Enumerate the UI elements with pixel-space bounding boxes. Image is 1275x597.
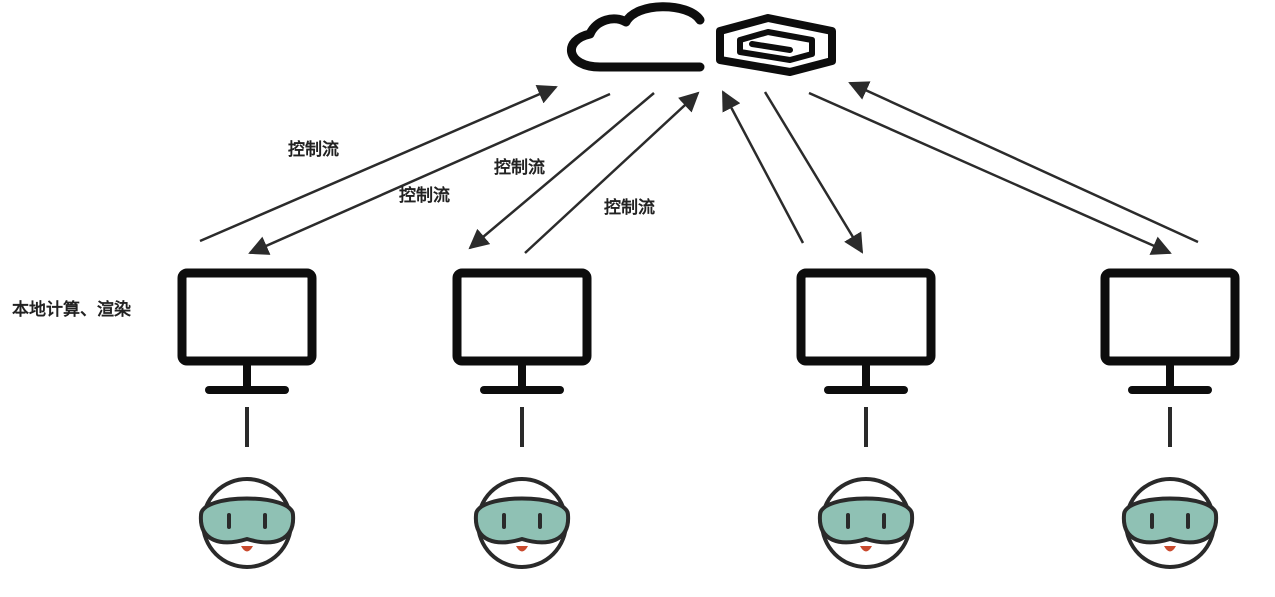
cloud-icon: [567, 2, 836, 76]
monitor-icon: [177, 268, 317, 394]
arrow-monitor1-to-cloud: [199, 84, 558, 243]
monitor-icon: [796, 268, 936, 394]
arrow-label-2: 控制流: [399, 186, 450, 206]
arrow-monitor2-to-cloud: [524, 91, 700, 254]
arrow-cloud-to-monitor1: [248, 92, 611, 255]
arrow-label-1: 控制流: [288, 140, 339, 160]
side-label-local-compute-render: 本地计算、渲染: [12, 300, 131, 320]
vr-user-icon: [1121, 477, 1219, 569]
arrow-monitor3-to-cloud: [721, 90, 805, 244]
arrow-cloud-to-monitor2: [468, 92, 655, 250]
monitor-icon: [452, 268, 592, 394]
arrow-label-4: 控制流: [604, 198, 655, 218]
client-station-1: [177, 268, 317, 569]
vr-user-icon: [817, 477, 915, 569]
arrows: [199, 81, 1199, 255]
vr-user-icon: [473, 477, 571, 569]
client-station-3: [796, 268, 936, 569]
arrow-label-3: 控制流: [494, 158, 545, 178]
arrow-cloud-to-monitor4: [808, 91, 1172, 255]
arrow-cloud-to-monitor3: [763, 91, 864, 254]
vr-user-icon: [198, 477, 296, 569]
arrow-monitor4-to-cloud: [848, 81, 1199, 244]
monitor-icon: [1100, 268, 1240, 394]
client-station-4: [1100, 268, 1240, 569]
client-station-2: [452, 268, 592, 569]
hexagon-logo-icon: [716, 14, 836, 76]
